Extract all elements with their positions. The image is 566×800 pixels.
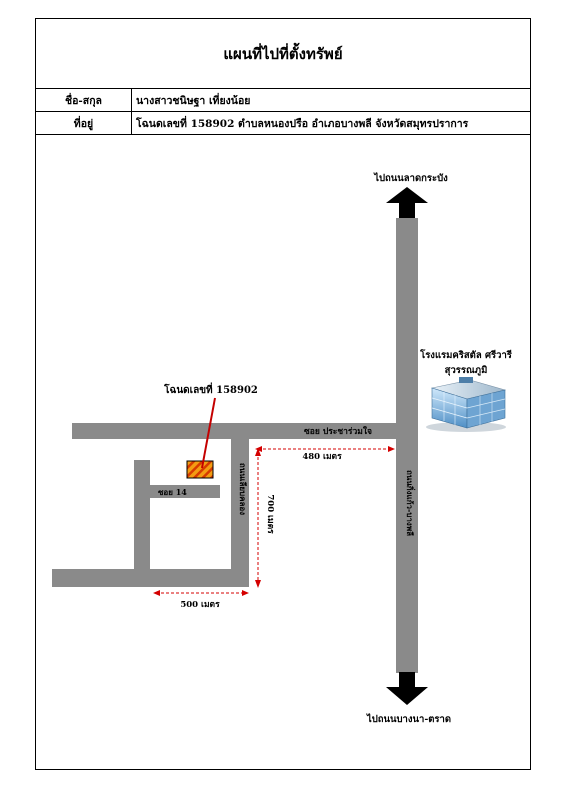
hotel-label-line2: สุวรรณภูมิ — [445, 365, 488, 377]
bottom-direction-label: ไปถนนบางนา-ตราด — [366, 713, 451, 725]
arrow-down-icon — [386, 672, 428, 705]
dimension-500m — [153, 590, 249, 596]
road-left-branch — [134, 460, 150, 569]
dimension-700m — [255, 448, 261, 588]
road-soi-pracharuamjai — [72, 423, 418, 439]
title-row: แผนที่ไปที่ตั้งทรัพย์ — [36, 19, 530, 89]
road-canal-side — [231, 439, 249, 587]
address-label: ที่อยู่ — [36, 112, 132, 134]
road-kingkaew-bangphli — [396, 218, 418, 673]
hotel-building-icon — [426, 377, 507, 432]
property-plot — [186, 460, 214, 479]
distance-500m-label: 500 เมตร — [180, 600, 220, 610]
distance-480m-label: 480 เมตร — [302, 452, 342, 462]
soi-pracharuamjai-label: ซอย ประชาร่วมใจ — [304, 426, 372, 437]
address-row: ที่อยู่ โฉนดเลขที่ 158902 ตำบลหนองปรือ อ… — [36, 112, 530, 135]
top-direction-label: ไปถนนลาดกระบัง — [373, 172, 448, 184]
soi-14-label: ซอย 14 — [158, 487, 187, 497]
road-bottom-west — [52, 569, 249, 587]
dimension-480m — [255, 446, 395, 452]
name-value: นางสาวชนิษฐา เที่ยงน้อย — [136, 94, 251, 107]
document-frame: แผนที่ไปที่ตั้งทรัพย์ ชื่อ-สกุล นางสาวชน… — [35, 18, 531, 770]
deed-pointer-line — [201, 397, 216, 469]
road-main-label: ถนนกิ่งแก้ว-บางพลี — [405, 470, 416, 536]
address-value: โฉนดเลขที่ 158902 ตำบลหนองปรือ อำเภอบางพ… — [136, 117, 469, 130]
distance-700m-label: 700 เมตร — [265, 494, 275, 534]
arrow-up-icon — [386, 187, 428, 218]
name-row: ชื่อ-สกุล นางสาวชนิษฐา เที่ยงน้อย — [36, 89, 530, 112]
page-title: แผนที่ไปที่ตั้งทรัพย์ — [223, 44, 343, 63]
road-side-label: ถนนเลียบคลอง — [238, 463, 248, 515]
deed-label: โฉนดเลขที่ 158902 — [163, 382, 258, 396]
hotel-label-line1: โรงแรมคริสตัล ศรีวารี — [419, 349, 513, 361]
name-label: ชื่อ-สกุล — [36, 89, 132, 111]
road-soi-14 — [150, 485, 220, 498]
